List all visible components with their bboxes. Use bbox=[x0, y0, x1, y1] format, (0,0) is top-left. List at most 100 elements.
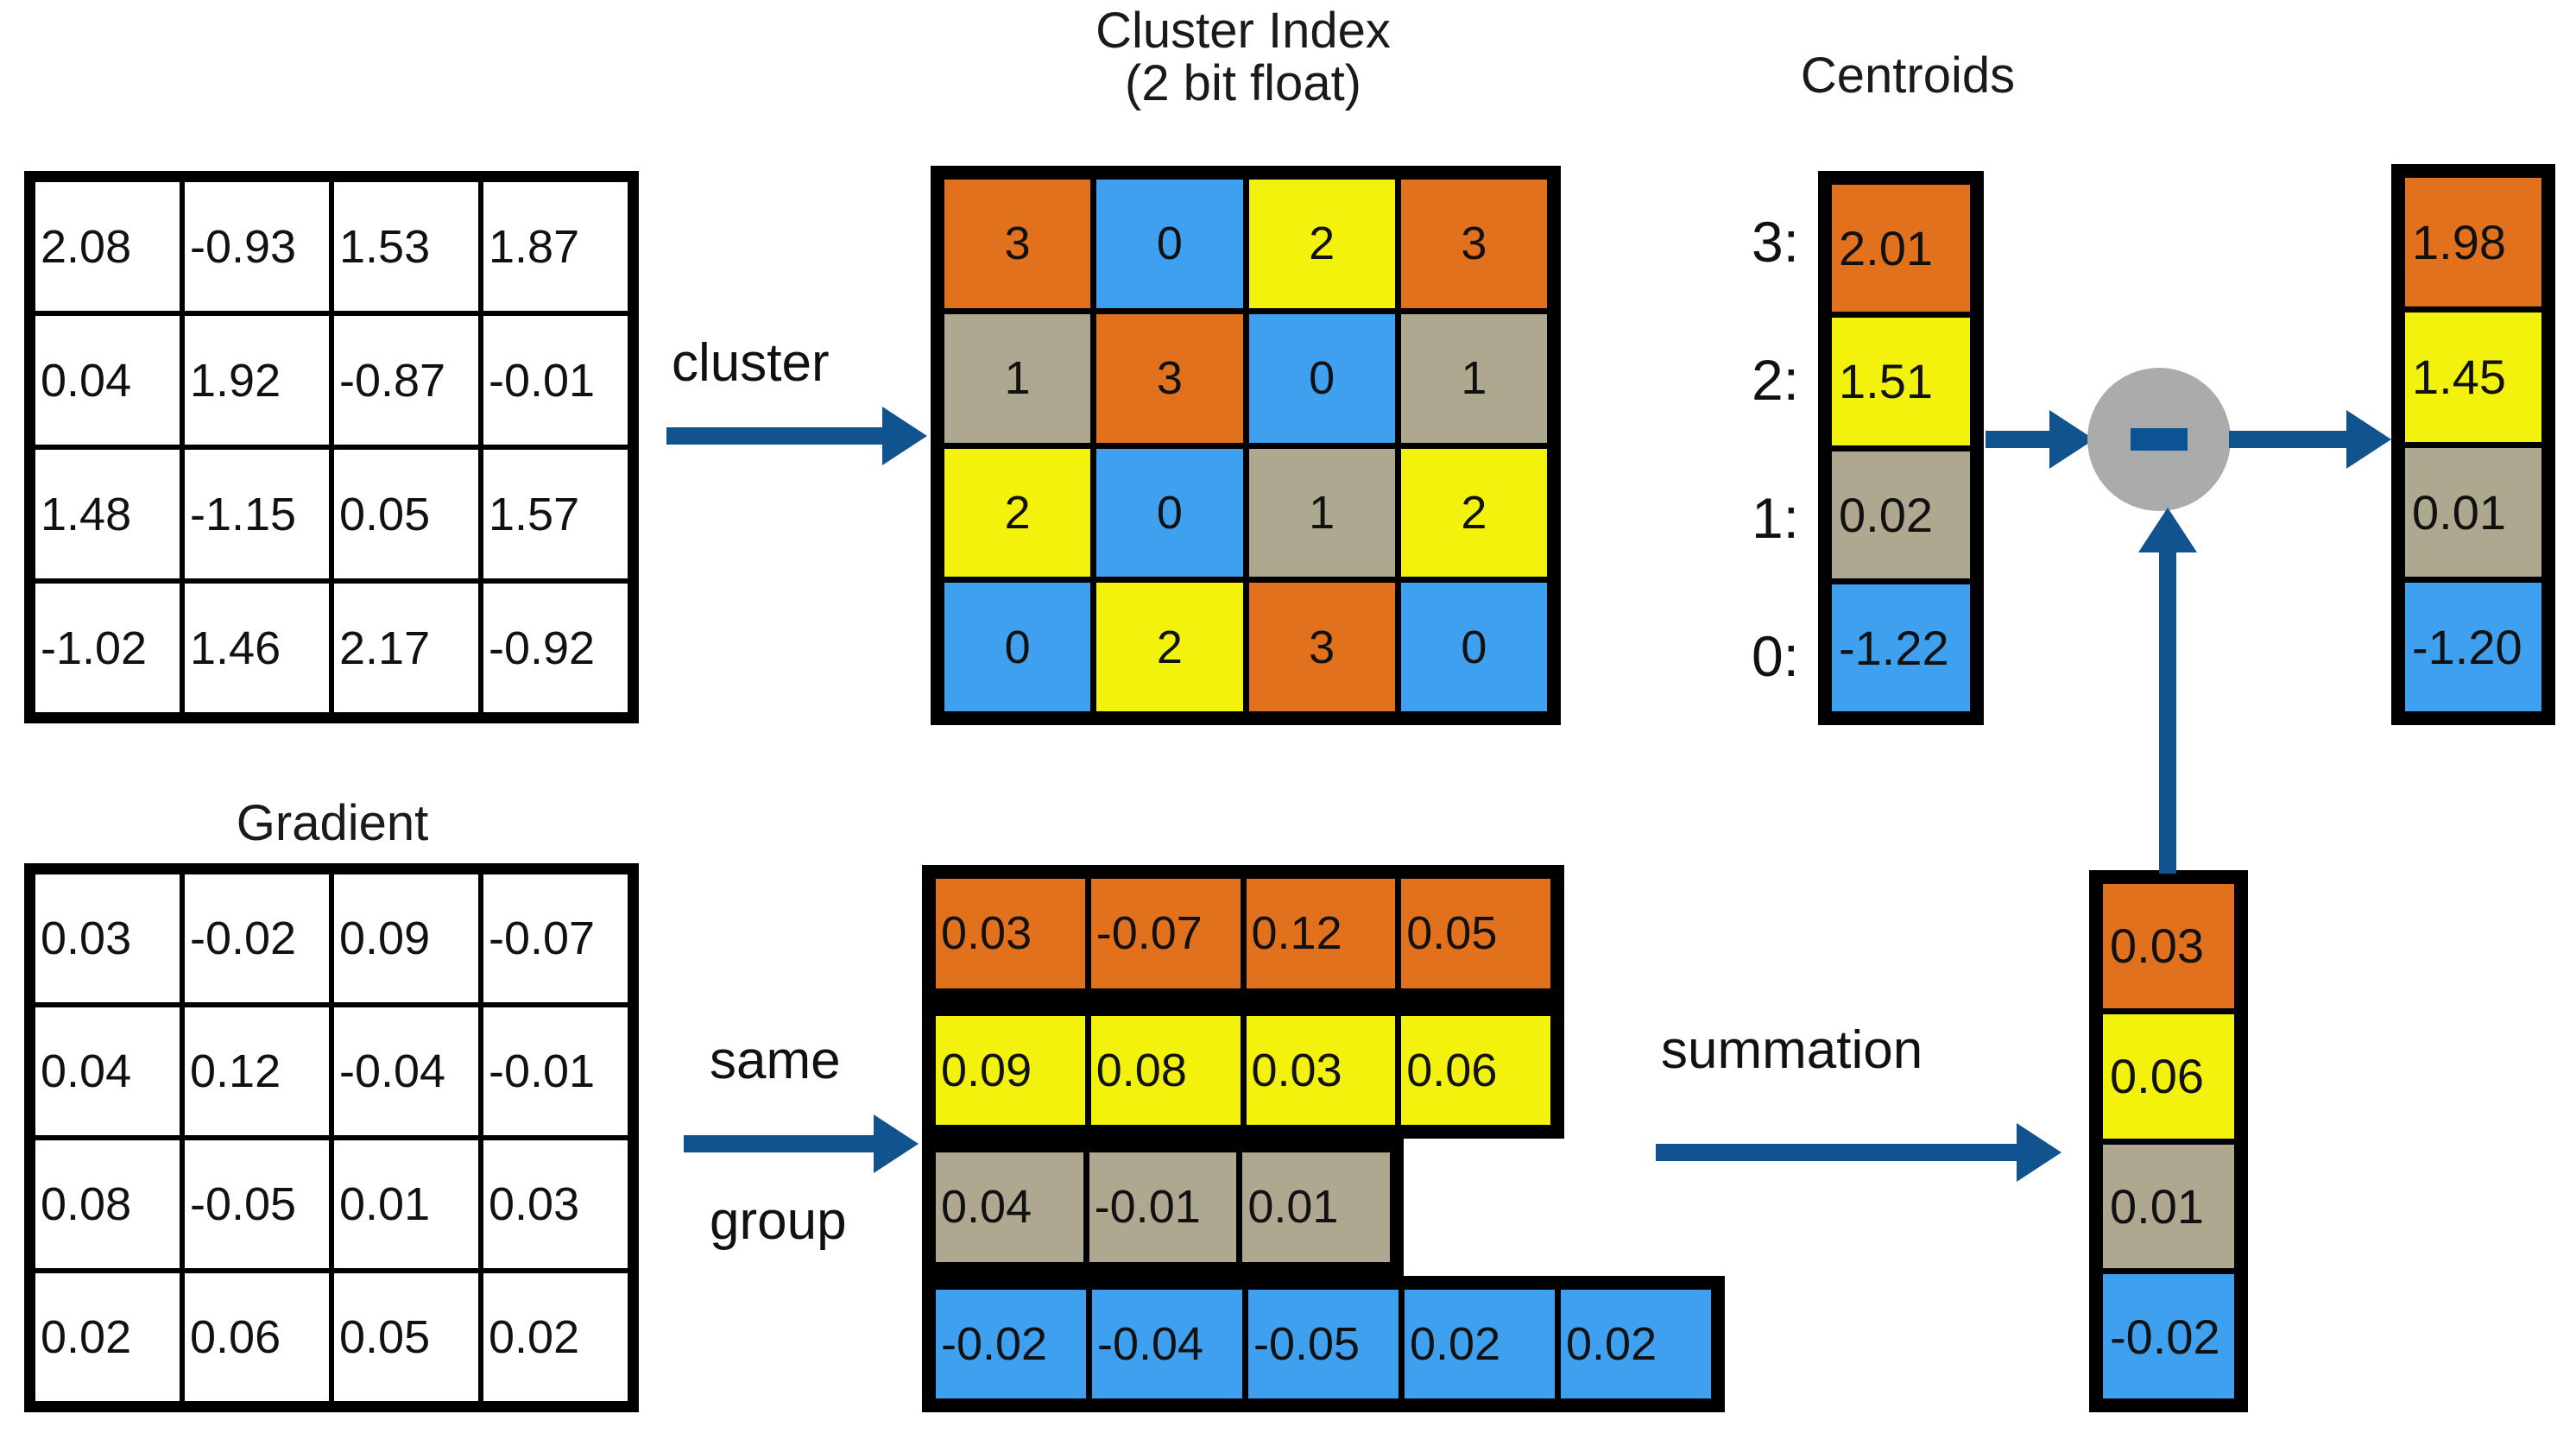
gradient-group-cell: -0.07 bbox=[1090, 879, 1241, 988]
centroid-input-cell: -1.22 bbox=[1832, 584, 1970, 711]
weight-cell: 1.46 bbox=[185, 584, 329, 712]
gradient-group-cell: 0.02 bbox=[1561, 1289, 1711, 1398]
arrow-shaft bbox=[2229, 431, 2350, 448]
gradient-cell: 0.05 bbox=[334, 1273, 478, 1401]
minus-icon bbox=[2131, 428, 2188, 451]
weight-cell: 1.87 bbox=[483, 182, 628, 311]
centroid-output-cell: 1.45 bbox=[2405, 312, 2541, 442]
cluster-arrow-label: cluster bbox=[672, 333, 830, 393]
centroids-to-subtract-arrow bbox=[1986, 409, 2094, 470]
arrow-shaft bbox=[684, 1135, 875, 1152]
weight-cell: -0.92 bbox=[483, 584, 628, 712]
centroid-key: 2: bbox=[1751, 348, 1799, 412]
gradient-cell: 0.01 bbox=[334, 1140, 478, 1268]
arrow-head bbox=[2346, 410, 2391, 469]
gradient-cell: -0.07 bbox=[483, 874, 628, 1002]
cluster-arrow bbox=[666, 406, 927, 466]
centroid-key: 1: bbox=[1751, 486, 1799, 550]
weight-cell: -0.93 bbox=[185, 182, 329, 311]
gradient-cell: 0.02 bbox=[483, 1273, 628, 1401]
arrow-head bbox=[2138, 508, 2197, 552]
cluster-index-cell: 2 bbox=[1096, 583, 1243, 711]
gradient-cell: -0.02 bbox=[185, 874, 329, 1002]
cluster-index-cell: 2 bbox=[1248, 180, 1395, 308]
gradient-cell: 0.09 bbox=[334, 874, 478, 1002]
gradient-cell: 0.12 bbox=[185, 1007, 329, 1135]
gradient-cell: -0.04 bbox=[334, 1007, 478, 1135]
summed-gradient-cell: 0.06 bbox=[2103, 1013, 2234, 1139]
gradient-group-cell: -0.05 bbox=[1248, 1289, 1398, 1398]
weight-cell: -1.15 bbox=[185, 450, 329, 578]
gradient-cell: -0.05 bbox=[185, 1140, 329, 1268]
centroids-title: Centroids bbox=[1800, 47, 2016, 104]
gradient-group-cell: -0.02 bbox=[936, 1289, 1086, 1398]
cluster-index-cell: 3 bbox=[1096, 313, 1243, 443]
arrow-shaft bbox=[666, 427, 884, 445]
cluster-index-title: Cluster Index (2 bit float) bbox=[932, 3, 1554, 110]
centroid-output-cell: -1.20 bbox=[2405, 582, 2541, 711]
cluster-index-cell: 2 bbox=[1400, 448, 1547, 578]
cluster-index-cell: 1 bbox=[1400, 313, 1547, 443]
weight-cell: 1.48 bbox=[35, 450, 180, 578]
gradient-cell: 0.02 bbox=[35, 1273, 180, 1401]
subtract-node bbox=[2087, 368, 2231, 511]
summation-arrow bbox=[1656, 1122, 2061, 1183]
gradient-title: Gradient bbox=[236, 795, 429, 851]
same-group-arrow bbox=[684, 1114, 919, 1174]
cluster-index-cell: 3 bbox=[1400, 180, 1547, 308]
gradient-group-cell: 0.12 bbox=[1246, 879, 1396, 988]
centroid-input-cell: 2.01 bbox=[1832, 185, 1970, 312]
gradient-cell: 0.03 bbox=[35, 874, 180, 1002]
centroid-input-cell: 1.51 bbox=[1832, 318, 1970, 445]
weight-cell: 1.53 bbox=[334, 182, 478, 311]
weight-cell: 2.08 bbox=[35, 182, 180, 311]
weight-cell: 1.57 bbox=[483, 450, 628, 578]
arrow-shaft bbox=[1986, 431, 2053, 448]
arrow-head bbox=[2049, 410, 2094, 469]
gradient-group-cell: 0.06 bbox=[1401, 1015, 1550, 1125]
summed-gradient-cell: 0.01 bbox=[2103, 1144, 2234, 1269]
cluster-index-cell: 1 bbox=[944, 313, 1091, 443]
centroid-output-cell: 1.98 bbox=[2405, 178, 2541, 307]
gradient-group-cell: 0.03 bbox=[936, 879, 1085, 988]
weight-cell: 1.92 bbox=[185, 316, 329, 445]
summed-gradient-cell: -0.02 bbox=[2103, 1274, 2234, 1398]
summation-arrow-label: summation bbox=[1661, 1020, 1923, 1080]
gradient-group-cell: 0.04 bbox=[936, 1152, 1083, 1262]
weight-cell: -0.87 bbox=[334, 316, 478, 445]
cluster-index-cell: 0 bbox=[1400, 583, 1547, 711]
arrow-head bbox=[2017, 1123, 2061, 1182]
same-group-label-line1: same bbox=[710, 1031, 841, 1090]
weight-cell: -1.02 bbox=[35, 584, 180, 712]
centroid-key-column: 3:2:1:0: bbox=[1718, 173, 1811, 725]
arrow-head bbox=[882, 407, 927, 465]
subtract-to-output-arrow bbox=[2229, 409, 2391, 470]
gradient-cell: 0.06 bbox=[185, 1273, 329, 1401]
gradient-group-cell: 0.03 bbox=[1246, 1015, 1396, 1125]
centroid-input-cell: 0.02 bbox=[1832, 451, 1970, 578]
cluster-index-title-line1: Cluster Index bbox=[1095, 3, 1391, 59]
gradient-cell: -0.01 bbox=[483, 1007, 628, 1135]
gradient-group-cell: 0.01 bbox=[1242, 1152, 1391, 1262]
cluster-index-cell: 0 bbox=[944, 583, 1091, 711]
weight-cell: 2.17 bbox=[334, 584, 478, 712]
cluster-index-cell: 0 bbox=[1096, 180, 1243, 308]
weight-cell: 0.04 bbox=[35, 316, 180, 445]
cluster-index-cell: 3 bbox=[944, 180, 1091, 308]
cluster-index-cell: 0 bbox=[1248, 313, 1395, 443]
weight-cell: 0.05 bbox=[334, 450, 478, 578]
centroid-key: 3: bbox=[1751, 210, 1799, 274]
summed-to-subtract-arrow bbox=[2137, 508, 2198, 874]
arrow-shaft bbox=[1656, 1144, 2018, 1161]
cluster-index-cell: 1 bbox=[1248, 448, 1395, 578]
gradient-cell: 0.03 bbox=[483, 1140, 628, 1268]
